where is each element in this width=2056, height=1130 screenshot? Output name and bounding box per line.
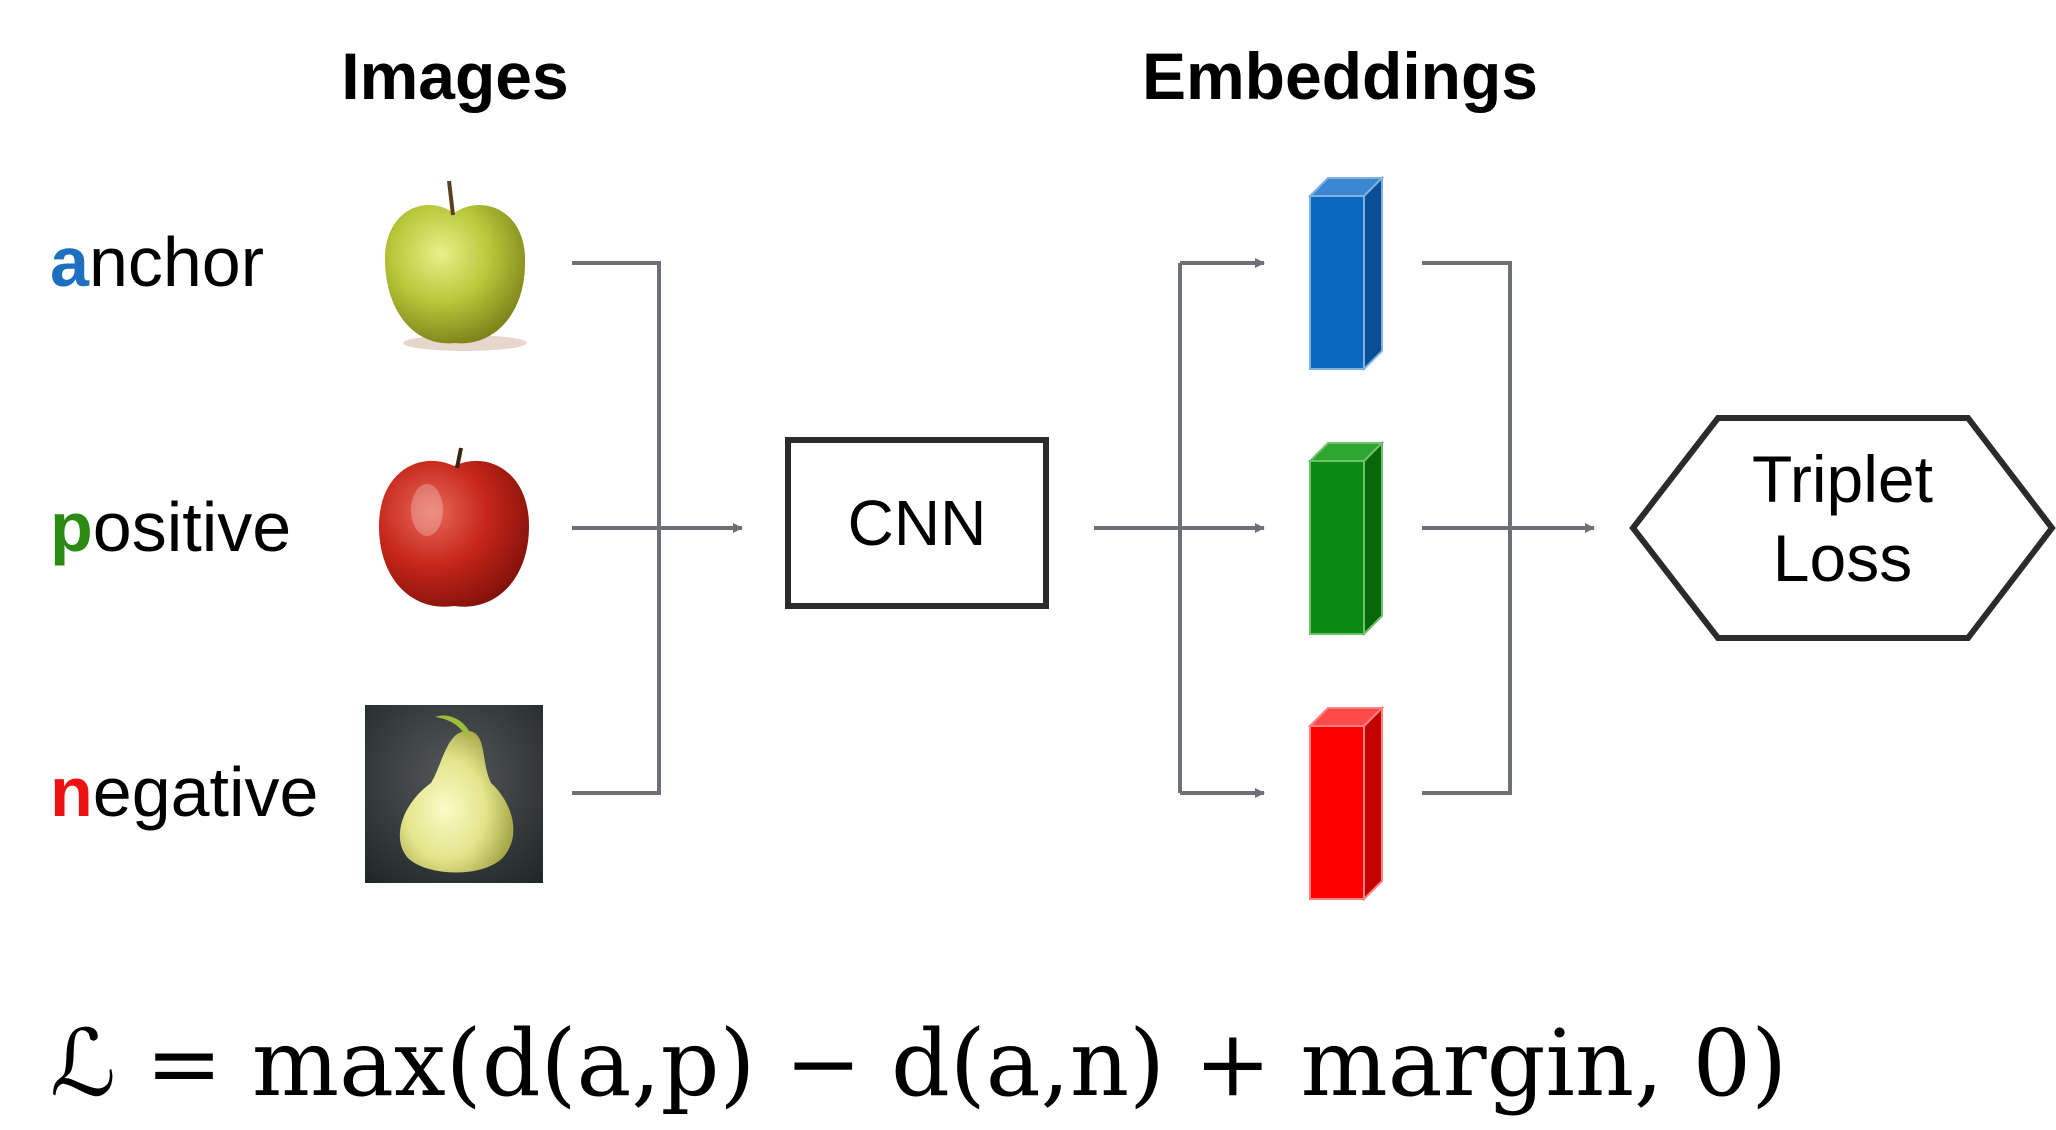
anchor-initial: a [50,223,89,301]
triplet-loss-line2: Loss [1772,521,1913,596]
cnn-label: CNN [847,487,987,559]
positive-embedding [1307,440,1385,637]
anchor-embedding [1307,175,1385,372]
triplet-loss-line1: Triplet [1752,442,1933,516]
cnn-box: CNN [785,437,1049,609]
negative-embedding [1307,705,1385,902]
loss-formula: ℒ = max(d(a,p) − d(a,n) + margin, 0) [50,1010,1788,1117]
anchor-label: anchor [50,222,264,302]
negative-initial: n [50,753,93,831]
triplet-loss-hexagon [1629,415,2056,641]
green-apple-icon [365,175,543,353]
negative-rest: egative [92,753,319,831]
triplet-loss-label: Triplet Loss [1700,440,1985,598]
images-heading: Images [341,39,569,113]
positive-rest: ositive [92,488,292,566]
positive-label: positive [50,487,291,567]
negative-label: negative [50,752,319,832]
red-apple-icon [365,440,543,618]
pear-icon [365,705,543,883]
positive-initial: p [50,488,93,566]
embeddings-heading: Embeddings [1141,39,1539,113]
anchor-rest: nchor [88,223,265,301]
